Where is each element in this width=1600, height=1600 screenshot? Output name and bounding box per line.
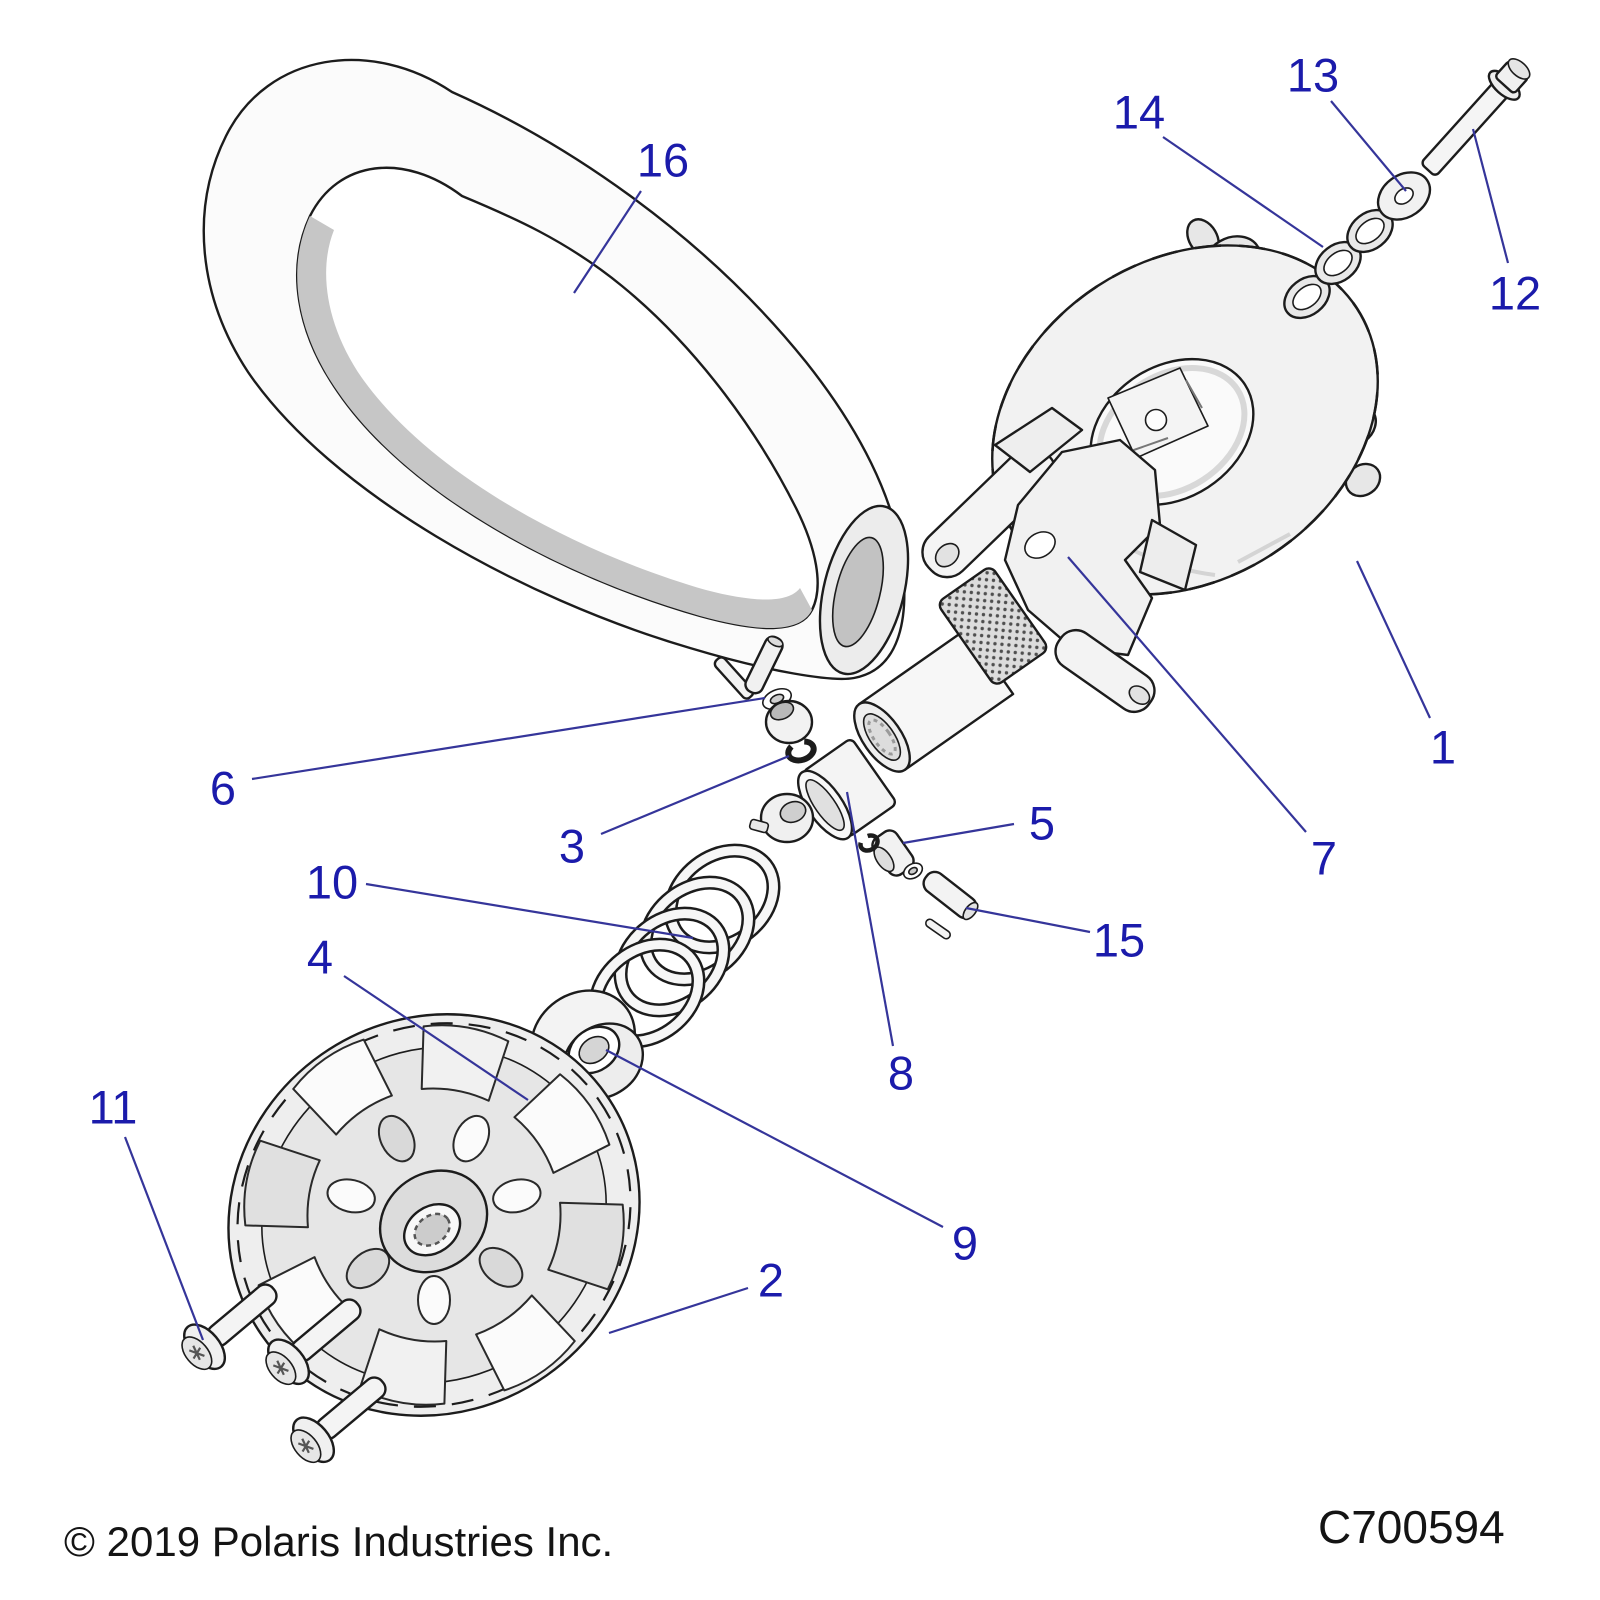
callout-6: 6: [210, 762, 236, 815]
leader-5: [902, 822, 1015, 845]
hub-body-wing: [1138, 518, 1198, 592]
o-ring: [1346, 208, 1394, 254]
callout-13: 13: [1287, 49, 1339, 102]
flat-washer: [1376, 171, 1432, 221]
tiny-pin: [925, 918, 951, 940]
roller-stud: [744, 635, 784, 695]
leader-15: [965, 906, 1091, 934]
leader-11: [123, 1136, 205, 1341]
callout-10: 10: [306, 856, 358, 909]
sheave-hub-assembly: [853, 406, 1198, 773]
splined-shaft: [853, 627, 1015, 773]
copyright-notice: © 2019 Polaris Industries Inc.: [64, 1518, 613, 1565]
leader-13: [1330, 100, 1407, 192]
callout-3: 3: [559, 820, 585, 873]
roller-arm-lower: [1054, 628, 1156, 714]
clevis-pin: [922, 870, 979, 921]
hub-plate-mark: [1127, 379, 1203, 453]
fastener-stack: [1283, 57, 1531, 320]
flange-bolt: [1421, 57, 1531, 176]
diagram-code: C700594: [1318, 1501, 1505, 1553]
callout-11: 11: [89, 1081, 138, 1134]
one-way-roller: [748, 792, 815, 844]
leader-8: [845, 791, 895, 1047]
hub-body-hole: [1024, 531, 1056, 559]
leader-10: [365, 882, 694, 940]
knurled-ring: [938, 567, 1048, 685]
roller-pin: [713, 656, 755, 700]
leader-7: [1067, 556, 1307, 833]
leader-1: [1356, 560, 1431, 719]
hub-body: [1003, 438, 1162, 657]
callout-1: 1: [1430, 721, 1456, 774]
callout-16: 16: [637, 134, 689, 187]
leader-4: [343, 975, 529, 1101]
callout-12: 12: [1489, 267, 1541, 320]
leader-lines: [123, 100, 1510, 1341]
leader-6: [251, 696, 766, 781]
washer-small: [902, 862, 924, 880]
callout-2: 2: [758, 1254, 784, 1307]
belt-end-opening: [831, 536, 885, 648]
o-ring: [1283, 274, 1331, 320]
bushing-large: [797, 739, 896, 841]
leader-3: [600, 754, 790, 836]
torx-bolt: [265, 1298, 362, 1386]
callout-14: 14: [1113, 86, 1165, 139]
retaining-ring-small: [858, 833, 880, 853]
hub-bore-splines: [413, 1212, 451, 1247]
drive-belt: [202, 58, 910, 681]
torx-bolt: [181, 1283, 278, 1371]
callout-7: 7: [1311, 832, 1337, 885]
leader-16: [573, 190, 642, 294]
callout-9: 9: [952, 1217, 978, 1270]
callout-4: 4: [307, 931, 333, 984]
arm-paddle: [993, 406, 1084, 474]
leader-9: [605, 1049, 944, 1228]
torx-bolt: [290, 1376, 387, 1464]
leader-2: [608, 1286, 749, 1335]
callout-8: 8: [888, 1047, 914, 1100]
small-hardware: [713, 635, 979, 940]
sheave-bolts: [181, 1283, 387, 1464]
leader-14: [1162, 136, 1324, 248]
roller: [764, 699, 814, 745]
belt-inner-wall: [297, 216, 812, 629]
e-clip: [785, 738, 817, 764]
hub-plate-hole: [1144, 408, 1168, 432]
leader-12: [1471, 128, 1510, 264]
callout-15: 15: [1093, 914, 1145, 967]
clutch-spring: [588, 843, 781, 1049]
callout-5: 5: [1029, 797, 1055, 850]
